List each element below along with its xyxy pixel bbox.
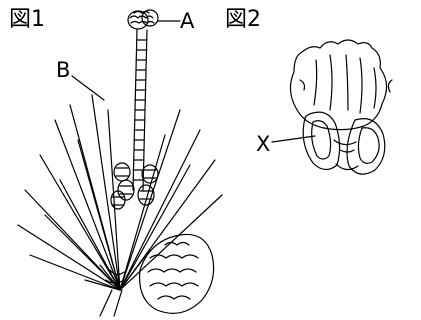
female-cone-a <box>128 10 158 29</box>
pine-shoot-illustration <box>18 10 222 316</box>
shoot-stem <box>133 30 147 190</box>
pine-needles <box>18 95 222 290</box>
leader-line-b <box>72 76 104 100</box>
leader-line-x <box>272 136 315 142</box>
old-pine-cone <box>140 234 214 313</box>
pollen-grain-illustration <box>272 40 392 174</box>
